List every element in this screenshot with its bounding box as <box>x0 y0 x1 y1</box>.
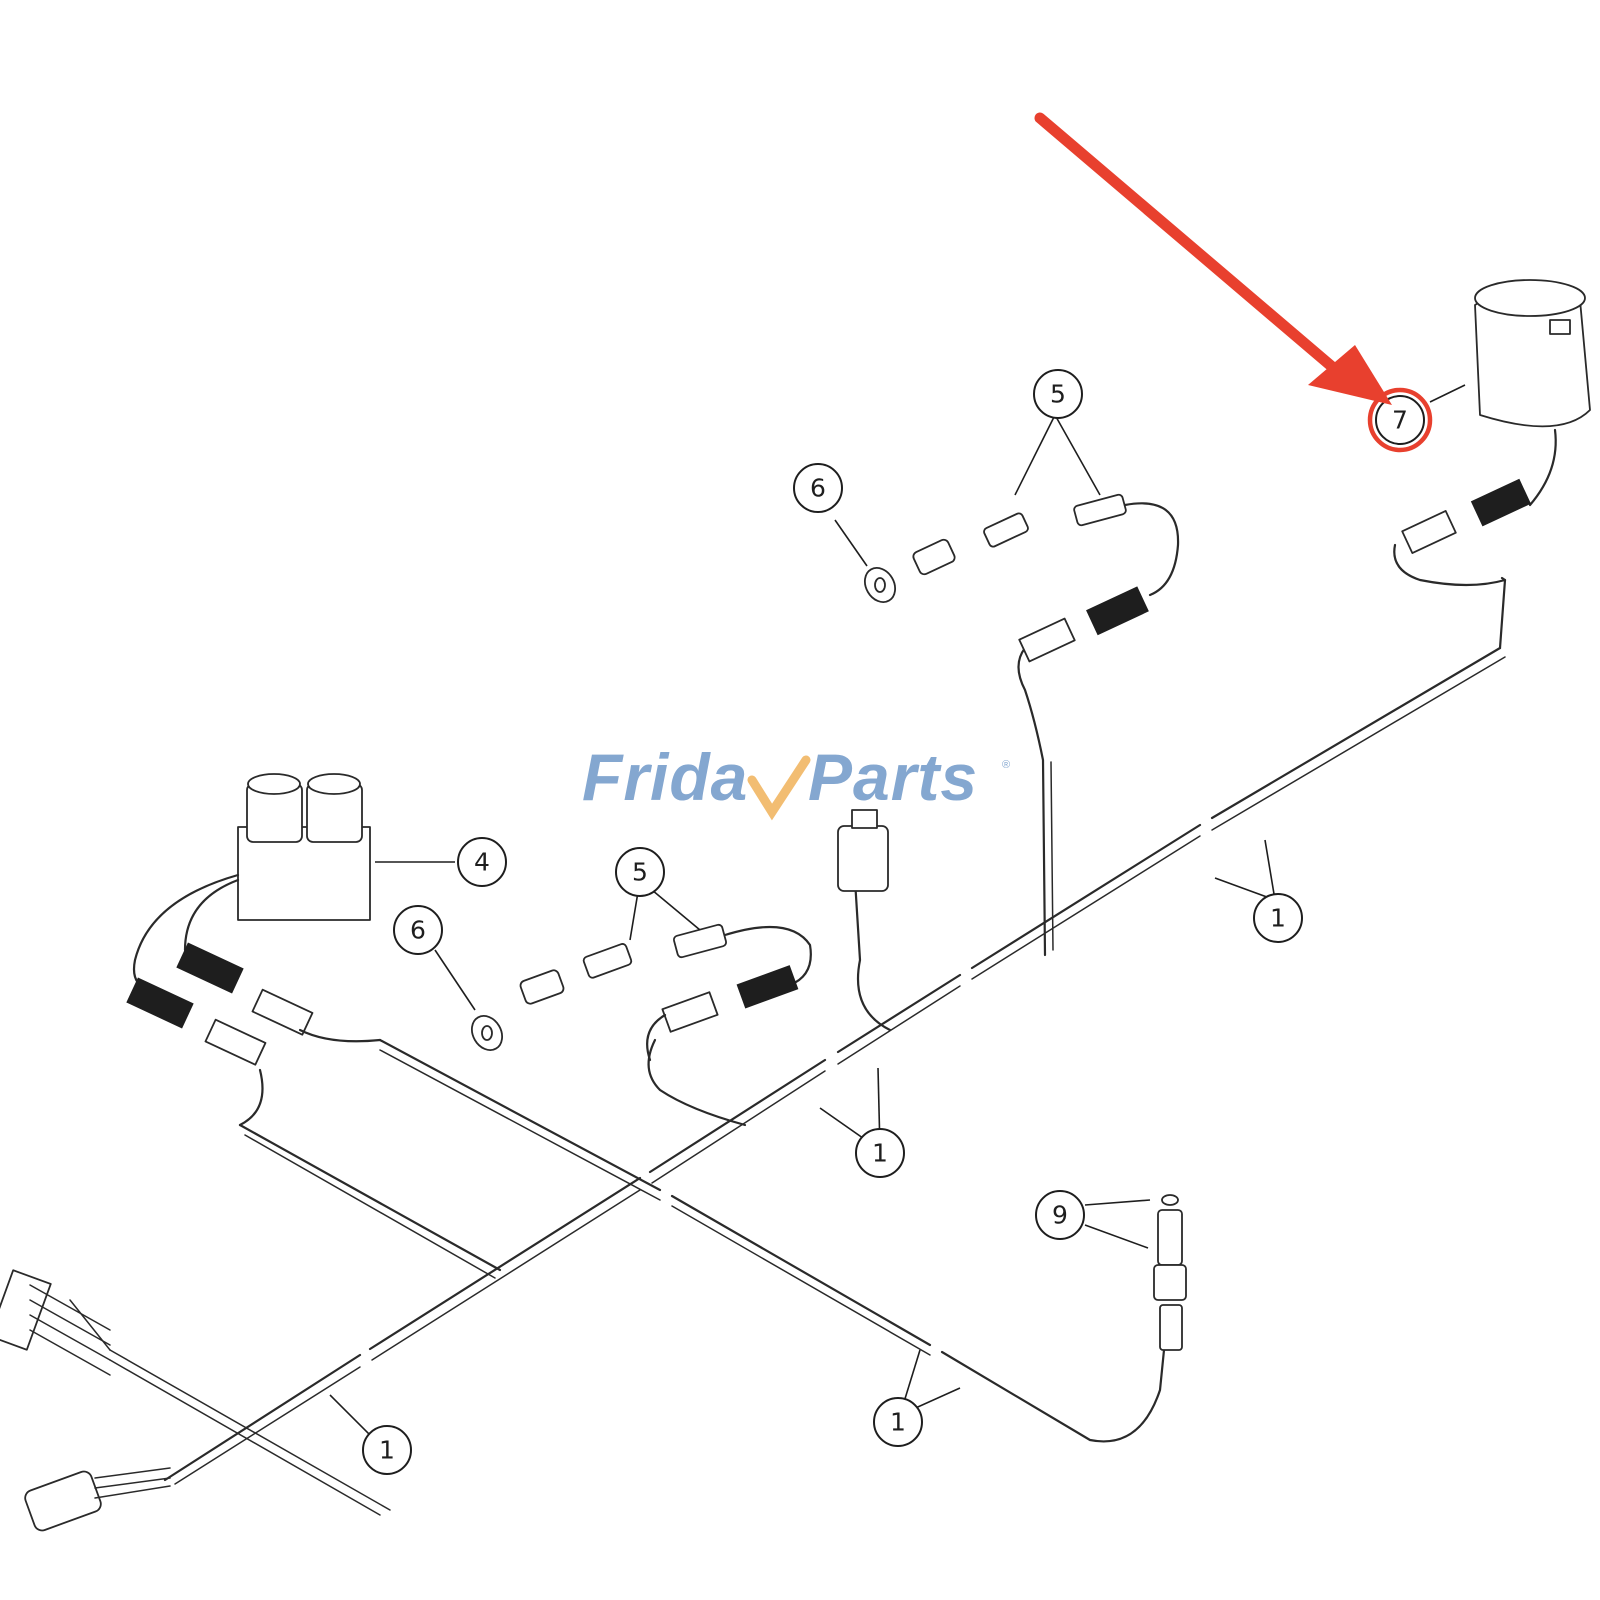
harness-wires <box>69 543 1507 1516</box>
callout-6-upper-label: 6 <box>810 474 826 503</box>
plug-connector-center <box>837 809 889 892</box>
watermark-text-left: Frida <box>582 740 748 814</box>
callouts: 1 1 1 1 4 5 5 6 <box>362 369 1425 1475</box>
callout-5-lower: 5 <box>615 847 665 897</box>
watermark-y-glyph <box>747 755 811 821</box>
callout-9: 9 <box>1035 1190 1085 1240</box>
callout-7: 7 <box>1375 395 1425 445</box>
relay-block-4 <box>126 773 382 1066</box>
callout-9-label: 9 <box>1052 1201 1068 1230</box>
callout-7-label: 7 <box>1392 406 1408 435</box>
lower-left-connectors <box>0 1269 171 1532</box>
callout-1c-label: 1 <box>379 1436 395 1465</box>
callout-1d: 1 <box>873 1397 923 1447</box>
callout-6-lower-label: 6 <box>410 916 426 945</box>
callout-1b-label: 1 <box>872 1139 888 1168</box>
nut-6-upper <box>864 567 896 603</box>
component-7-cylinder <box>1401 279 1591 554</box>
callout-6-lower: 6 <box>393 905 443 955</box>
watermark: Frida Parts ® <box>582 740 1010 821</box>
highlight-arrow-shaft <box>1034 112 1356 388</box>
callout-5-lower-label: 5 <box>632 858 648 887</box>
watermark-registered-mark: ® <box>1002 759 1010 771</box>
switch-assembly-5-lower <box>519 923 812 1062</box>
callout-1b: 1 <box>855 1128 905 1178</box>
nut-6-lower <box>471 1015 503 1051</box>
watermark-text-right: Parts <box>808 740 978 814</box>
callout-1a-label: 1 <box>1270 904 1286 933</box>
highlight-arrow-head <box>1308 345 1392 405</box>
switch-assembly-5-upper <box>912 493 1180 663</box>
callout-6-upper: 6 <box>793 463 843 513</box>
highlight-annotation <box>1034 112 1433 453</box>
callout-1c: 1 <box>362 1425 412 1475</box>
callout-5-upper-label: 5 <box>1050 380 1066 409</box>
callout-4-label: 4 <box>474 848 490 877</box>
sensor-9 <box>1153 1194 1187 1351</box>
callout-1a: 1 <box>1253 893 1303 943</box>
callout-4: 4 <box>457 837 507 887</box>
leader-lines <box>329 384 1466 1451</box>
callout-1d-label: 1 <box>890 1408 906 1437</box>
callout-5-upper: 5 <box>1033 369 1083 419</box>
highlight-circle <box>1367 387 1433 453</box>
